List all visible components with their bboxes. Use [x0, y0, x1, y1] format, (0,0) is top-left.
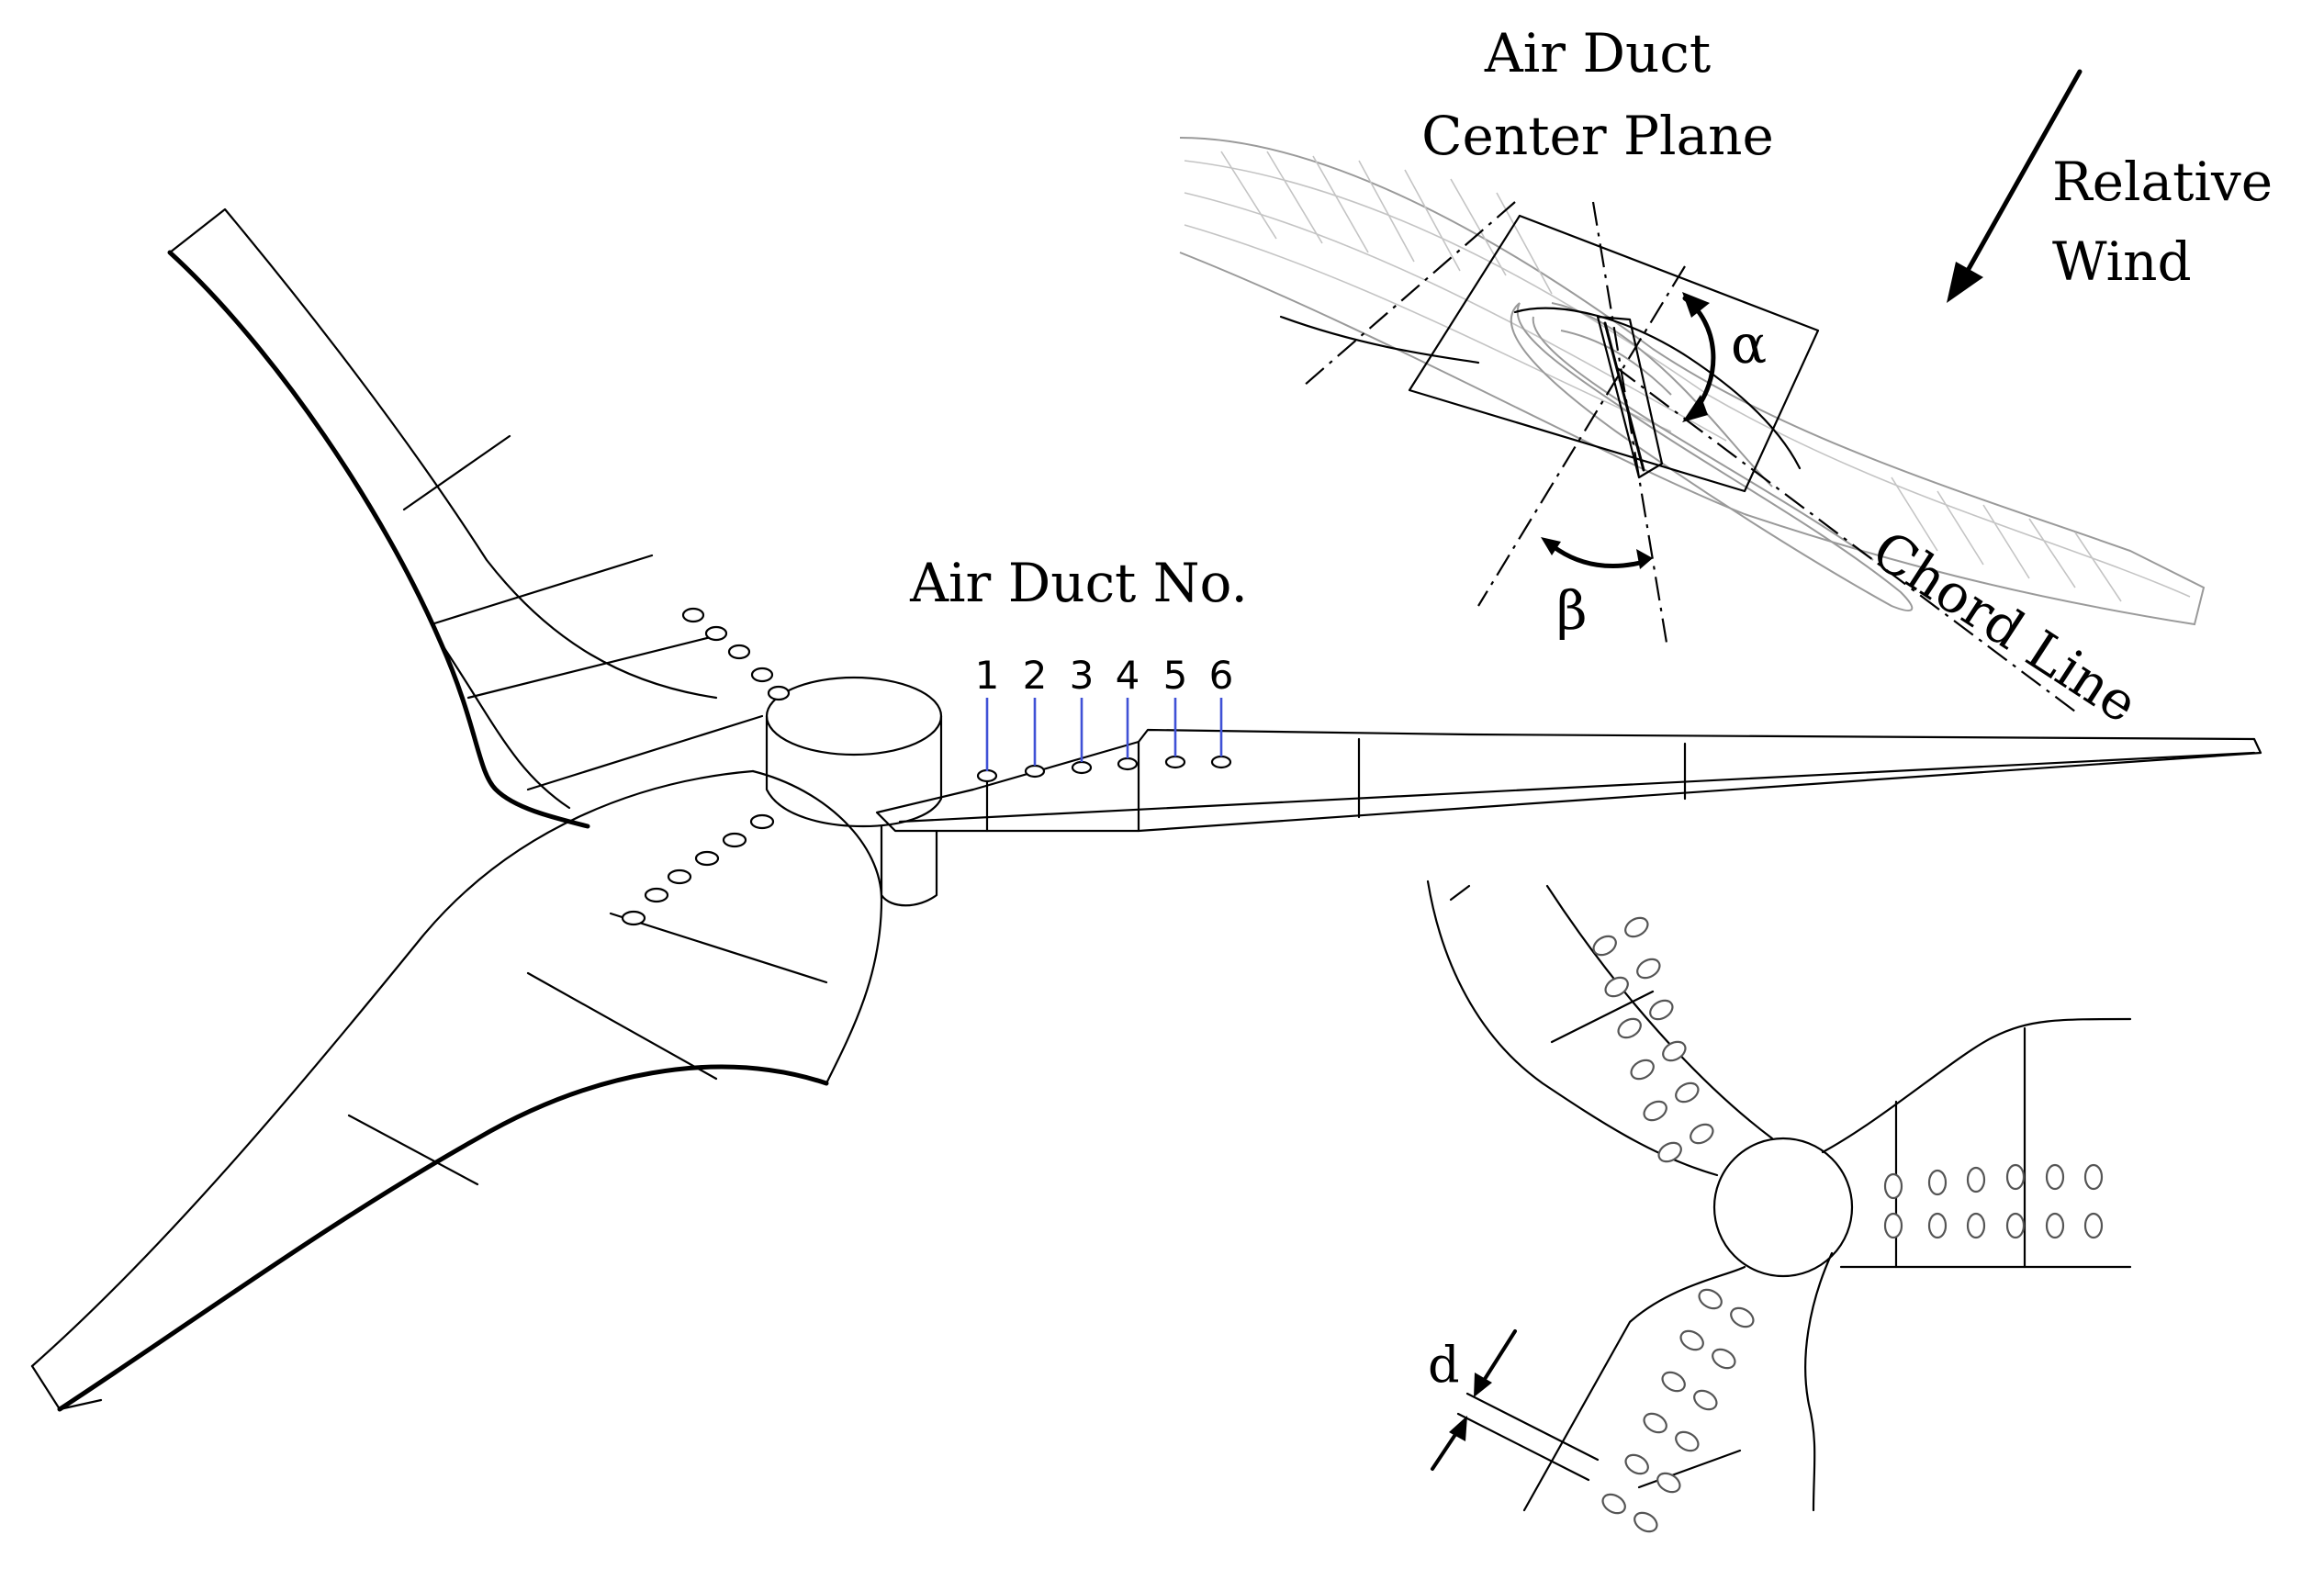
air-duct-hole	[644, 887, 669, 903]
duct-number: 1	[975, 653, 1000, 698]
alpha-label: α	[1731, 313, 1767, 375]
air-duct-hole	[767, 685, 791, 701]
duct-number: 5	[1163, 653, 1188, 698]
air-duct-hole	[704, 625, 728, 642]
hub	[765, 676, 943, 907]
air-duct-hole-2	[1024, 764, 1046, 779]
chord-line-label: Chord Line	[1861, 519, 2149, 735]
blade-lower-left	[30, 769, 883, 1412]
air-duct-hole	[681, 607, 705, 623]
rotor-main-view: 1 2 3 4 5 6 Air Duct No.	[30, 207, 2262, 1412]
duct-leader-lines	[985, 698, 1223, 771]
air-duct-hole	[722, 832, 747, 848]
duct-number: 4	[1116, 653, 1140, 698]
duct-numbers: 1 2 3 4 5 6	[975, 653, 1234, 698]
hub-closeup-holes-upper	[1592, 916, 1714, 1163]
duct-number: 2	[1023, 653, 1048, 698]
air-duct-hole-3	[1071, 760, 1093, 775]
air-duct-hole	[694, 850, 720, 867]
duct-holes-lower-left	[621, 813, 775, 926]
air-duct-hole	[621, 910, 646, 926]
duct-number: 6	[1209, 653, 1234, 698]
air-duct-hole-6	[1210, 755, 1232, 769]
hub-circle	[1712, 1137, 1854, 1278]
relative-wind-label-line1: Relative	[2052, 151, 2273, 213]
duct-holes-upper-left	[681, 607, 791, 701]
beta-label: β	[1556, 579, 1588, 642]
air-duct-hole-5	[1164, 755, 1186, 769]
hub-top-ellipse	[765, 676, 943, 756]
air-duct-hole	[750, 667, 774, 683]
air-duct-no-label: Air Duct No.	[909, 552, 1248, 614]
air-duct-slot	[1596, 315, 1664, 479]
blade-section-detail: Air Duct Center Plane Relative Wind α β …	[1179, 22, 2273, 735]
hub-closeup-holes-right	[1883, 1163, 2104, 1239]
air-duct-hole-1	[976, 768, 998, 783]
air-duct-hole	[667, 868, 692, 885]
duct-number: 3	[1070, 653, 1095, 698]
center-plane-label-line1: Air Duct	[1484, 22, 1711, 84]
air-duct-hole	[749, 813, 775, 830]
air-duct-hole	[727, 644, 751, 660]
d-label: d	[1428, 1336, 1460, 1394]
blade-upper-left	[167, 207, 764, 829]
hub-closeup-detail: d	[1426, 880, 2132, 1533]
blade-right	[875, 728, 2262, 833]
relative-wind-label-line2: Wind	[2052, 230, 2192, 293]
hub-closeup-holes-lower	[1601, 1288, 1755, 1533]
center-plane-label-line2: Center Plane	[1421, 105, 1774, 167]
air-duct-hole-4	[1117, 756, 1139, 771]
